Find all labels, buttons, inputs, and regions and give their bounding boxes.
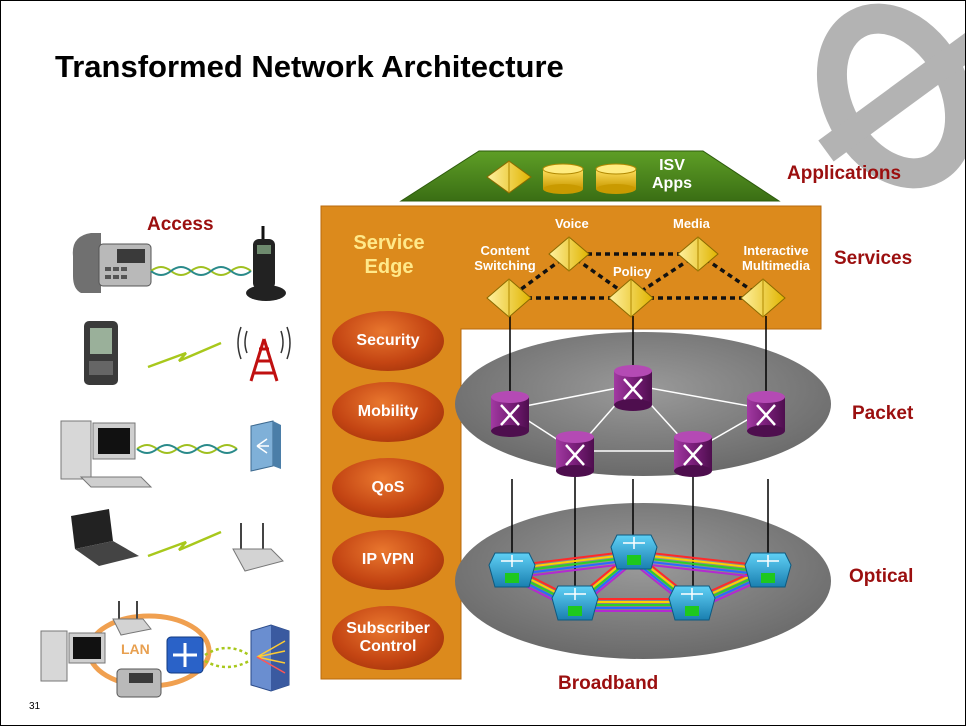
mobility-capability: Mobility [332,382,444,442]
slide-title: Transformed Network Architecture [55,49,564,84]
qos-capability: QoS [332,458,444,518]
packet-router-icon [614,365,652,411]
security-capability: Security [332,311,444,371]
optical-core-ring [455,503,831,659]
isv-app-pyramid-icon [486,160,532,194]
service-edge-block [320,205,822,680]
isv-apps-label-line1: ISV [659,157,685,174]
policy-service-label: Policy [613,264,652,279]
laptop-icon [71,509,139,566]
pda-icon [84,321,118,385]
access-layer-label: Access [147,214,214,235]
cordless-phone-icon [246,226,286,301]
lan-switch-icon [166,636,204,674]
subscriber-control-capability: Subscriber Control [332,606,444,670]
interactive-multimedia-node-icon [740,278,786,318]
interactive-multimedia-service-label: Interactive Multimedia [742,243,810,273]
optical-switch-icon [744,552,792,588]
packet-router-icon [674,431,712,477]
page-number: 31 [29,701,41,712]
wireless-link [147,530,222,558]
packet-router-icon [491,391,529,437]
ip-vpn-capability: IP VPN [332,530,444,590]
isv-apps-label: ISV Apps [641,157,703,193]
database-icon [542,163,584,194]
voice-node-icon [548,236,590,272]
media-service-label: Media [673,216,710,231]
packet-router-icon [747,391,785,437]
optical-layer-label: Optical [849,566,914,587]
media-node-icon [677,236,719,272]
optical-switch-icon [488,552,536,588]
twisted-pair-wire [136,444,238,454]
optical-access-device-icon [250,624,290,692]
twisted-pair-wire [150,266,252,276]
wireless-access-point-icon [232,523,284,572]
service-edge-title: Service Edge [323,231,455,279]
content-switching-node-icon [486,278,532,318]
content-switching-service-label: Content Switching [474,243,536,273]
broadband-layer-label: Broadband [558,673,659,694]
services-layer-label: Services [834,248,913,269]
desk-phone-icon [72,233,152,293]
service-edge-title-line2: Edge [364,256,414,278]
applications-tier-shape [399,150,781,202]
dsl-modem-icon [250,420,281,472]
desk-phone-icon [116,668,162,698]
packet-layer-label: Packet [852,403,914,424]
wireless-link [147,341,222,369]
service-edge-title-line1: Service [353,232,425,254]
cell-tower-icon [237,326,291,382]
desktop-computer-icon [40,630,106,682]
optical-switch-icon [610,534,658,570]
wireless-access-point-icon [112,601,152,636]
applications-layer-label: Applications [787,163,902,184]
packet-router-icon [556,431,594,477]
optical-access-link [204,659,250,669]
lan-label: LAN [121,641,150,657]
optical-switch-icon [551,585,599,621]
voice-service-label: Voice [555,216,589,231]
isv-apps-label-line2: Apps [652,175,692,192]
nortel-globe-logo-icon [816,3,965,189]
database-icon [595,163,637,194]
optical-access-link [204,646,250,657]
optical-switch-icon [668,585,716,621]
policy-node-icon [608,278,654,318]
desktop-computer-icon [60,420,153,488]
